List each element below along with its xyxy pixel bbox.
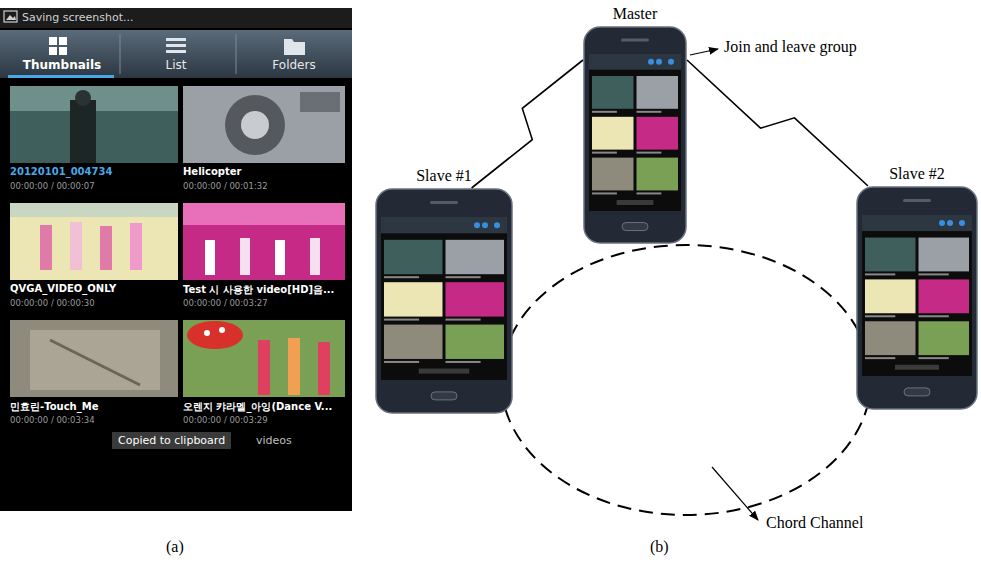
panel-caption: (b)	[650, 538, 669, 556]
callout-label: Join and leave group	[724, 38, 857, 56]
phone-body	[375, 188, 513, 414]
device-role: Slave #1	[375, 166, 513, 188]
tab-label: Thumbnails	[23, 58, 101, 72]
video-title: QVGA_VIDEO_ONLY	[10, 283, 116, 294]
phone-outline	[856, 186, 978, 410]
screenshot	[0, 8, 352, 511]
phone-body	[856, 186, 978, 410]
duration-text: 00:00:00 / 00:03:27	[183, 298, 268, 308]
callout-label: Chord Channel	[766, 514, 863, 532]
video-title: 20120101_004734	[10, 166, 112, 177]
video-title: 민효린-Touch_Me	[10, 400, 98, 414]
leader-line	[690, 49, 718, 55]
duration-text: 00:00:00 / 00:00:30	[10, 298, 95, 308]
toast-message: Copied to clipboard	[112, 432, 231, 449]
device-role: Slave #2	[856, 164, 978, 186]
phone-node: Slave #2	[856, 164, 978, 410]
wireless-link	[472, 60, 583, 188]
device-role: Master	[583, 4, 687, 26]
label-text: videos	[256, 434, 292, 447]
duration-text: 00:00:00 / 00:03:34	[10, 415, 95, 425]
phone-node: Master	[583, 4, 687, 244]
duration-text: 00:00:00 / 00:01:32	[183, 181, 268, 191]
video-title: 오렌지 캬라멜_아잉(Dance V...	[183, 400, 332, 414]
status-text: Saving screenshot...	[22, 11, 134, 24]
phone-node: Slave #1	[375, 166, 513, 414]
phone-outline	[583, 26, 687, 244]
phone-outline	[375, 188, 513, 414]
video-title: Helicopter	[183, 166, 241, 177]
video-title: Test 시 사용한 video[HD]음...	[183, 283, 334, 297]
leader-line	[712, 467, 758, 520]
panel-caption: (a)	[166, 538, 184, 556]
chord-ring	[501, 245, 871, 515]
wireless-link	[687, 60, 868, 186]
duration-text: 00:00:00 / 00:03:29	[183, 415, 268, 425]
phone-body	[583, 26, 687, 244]
tab-label: Folders	[272, 58, 315, 72]
tab-label: List	[166, 58, 187, 72]
duration-text: 00:00:00 / 00:00:07	[10, 181, 95, 191]
